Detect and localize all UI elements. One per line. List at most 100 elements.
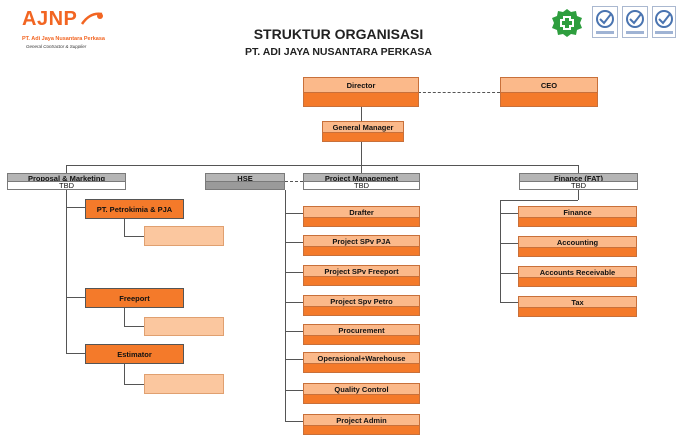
freeport-sub-box xyxy=(144,317,224,336)
logo-tagline: General Contractor & Supplier xyxy=(26,44,87,49)
finance-child-label: Accounting xyxy=(518,236,637,248)
connector xyxy=(361,142,362,165)
hse-body xyxy=(205,182,285,190)
connector xyxy=(361,165,362,173)
proposal-marketing-sub: TBD xyxy=(7,182,126,190)
connector xyxy=(66,165,579,166)
proposal-marketing-label: Proposal & Marketing xyxy=(7,173,126,182)
finance-child-finance: Finance xyxy=(518,206,637,227)
project-management-label: Project Management xyxy=(303,173,420,182)
finance-child-label: Tax xyxy=(518,296,637,308)
hse-label: HSE xyxy=(205,173,285,182)
connector xyxy=(124,236,144,237)
connector xyxy=(66,353,85,354)
finance-child-body xyxy=(518,248,637,257)
pm-child-body xyxy=(303,277,420,286)
finance-child-body xyxy=(518,278,637,287)
ceo-label: CEO xyxy=(500,77,598,93)
iso-certification-icon xyxy=(652,6,676,38)
logo-subtitle: PT. Adi Jaya Nusantara Perkasa xyxy=(22,36,105,42)
connector xyxy=(285,331,303,332)
petrokimia-sub-box xyxy=(144,226,224,246)
pm-child-label: Project Admin xyxy=(303,414,420,426)
finance-fat-label: Finance (FAT) xyxy=(519,173,638,182)
connector xyxy=(285,242,303,243)
pm-child-body xyxy=(303,247,420,256)
proposal-child-petrokimia: PT. Petrokimia & PJA xyxy=(85,199,184,219)
finance-child-body xyxy=(518,218,637,227)
connector xyxy=(500,243,518,244)
director-label: Director xyxy=(303,77,419,93)
connector xyxy=(124,364,125,384)
pm-child-body xyxy=(303,426,420,435)
connector xyxy=(578,165,579,173)
connector xyxy=(285,213,303,214)
ceo-box: CEO xyxy=(500,77,598,107)
connector xyxy=(66,297,85,298)
pm-child-label: Operasional+Warehouse xyxy=(303,352,420,364)
pm-child-body xyxy=(303,307,420,316)
connector xyxy=(124,384,144,385)
finance-child-label: Finance xyxy=(518,206,637,218)
estimator-sub-box xyxy=(144,374,224,394)
pm-child-label: Drafter xyxy=(303,206,420,218)
director-body xyxy=(303,93,419,107)
connector xyxy=(66,190,67,354)
k3-safety-cross-icon xyxy=(552,9,582,37)
connector xyxy=(66,165,67,173)
pm-child-project-spv-freeport: Project SPv Freeport xyxy=(303,265,420,286)
project-management-sub: TBD xyxy=(303,182,420,190)
connector xyxy=(285,272,303,273)
pm-child-project-admin: Project Admin xyxy=(303,414,420,435)
connector xyxy=(500,200,578,201)
connector xyxy=(500,273,518,274)
pm-child-procurement: Procurement xyxy=(303,324,420,345)
company-logo: AJNP PT. Adi Jaya Nusantara Perkasa Gene… xyxy=(22,8,132,50)
general-manager-label: General Manager xyxy=(322,121,404,133)
pm-child-body xyxy=(303,364,420,373)
iso-certification-icon xyxy=(592,6,618,38)
connector xyxy=(124,326,144,327)
pm-child-project-spv-petro: Project Spv Petro xyxy=(303,295,420,316)
finance-fat-box: Finance (FAT) TBD xyxy=(519,173,638,190)
page-subtitle: PT. ADI JAYA NUSANTARA PERKASA xyxy=(245,46,432,58)
pm-child-label: Project SPv Freeport xyxy=(303,265,420,277)
connector xyxy=(124,308,125,326)
connector xyxy=(500,200,501,303)
project-management-box: Project Management TBD xyxy=(303,173,420,190)
director-ceo-connector xyxy=(418,92,500,93)
pm-child-label: Project SPv PJA xyxy=(303,235,420,247)
pm-child-project-spv-pja: Project SPv PJA xyxy=(303,235,420,256)
connector xyxy=(500,302,518,303)
general-manager-box: General Manager xyxy=(322,121,404,142)
proposal-marketing-box: Proposal & Marketing TBD xyxy=(7,173,126,190)
logo-name: AJNP xyxy=(22,8,78,30)
pm-child-label: Quality Control xyxy=(303,383,420,395)
logo-swirl-icon xyxy=(80,12,103,25)
connector xyxy=(285,390,303,391)
page-title: STRUKTUR ORGANISASI xyxy=(253,26,424,42)
connector xyxy=(124,219,125,236)
iso-certification-icon xyxy=(622,6,648,38)
pm-child-quality-control: Quality Control xyxy=(303,383,420,404)
connector xyxy=(285,190,286,422)
pm-child-body xyxy=(303,218,420,227)
connector xyxy=(285,302,303,303)
pm-child-drafter: Drafter xyxy=(303,206,420,227)
pm-child-operasional-warehouse: Operasional+Warehouse xyxy=(303,352,420,373)
proposal-child-estimator: Estimator xyxy=(85,344,184,364)
finance-child-label: Accounts Receivable xyxy=(518,266,637,278)
director-box: Director xyxy=(303,77,419,107)
connector xyxy=(578,190,579,200)
pm-child-body xyxy=(303,395,420,404)
pm-child-label: Procurement xyxy=(303,324,420,336)
connector xyxy=(361,107,362,121)
connector xyxy=(66,207,85,208)
connector xyxy=(285,359,303,360)
general-manager-body xyxy=(322,133,404,142)
hse-connector xyxy=(285,181,303,182)
finance-child-tax: Tax xyxy=(518,296,637,317)
proposal-child-freeport: Freeport xyxy=(85,288,184,308)
finance-child-body xyxy=(518,308,637,317)
finance-fat-sub: TBD xyxy=(519,182,638,190)
